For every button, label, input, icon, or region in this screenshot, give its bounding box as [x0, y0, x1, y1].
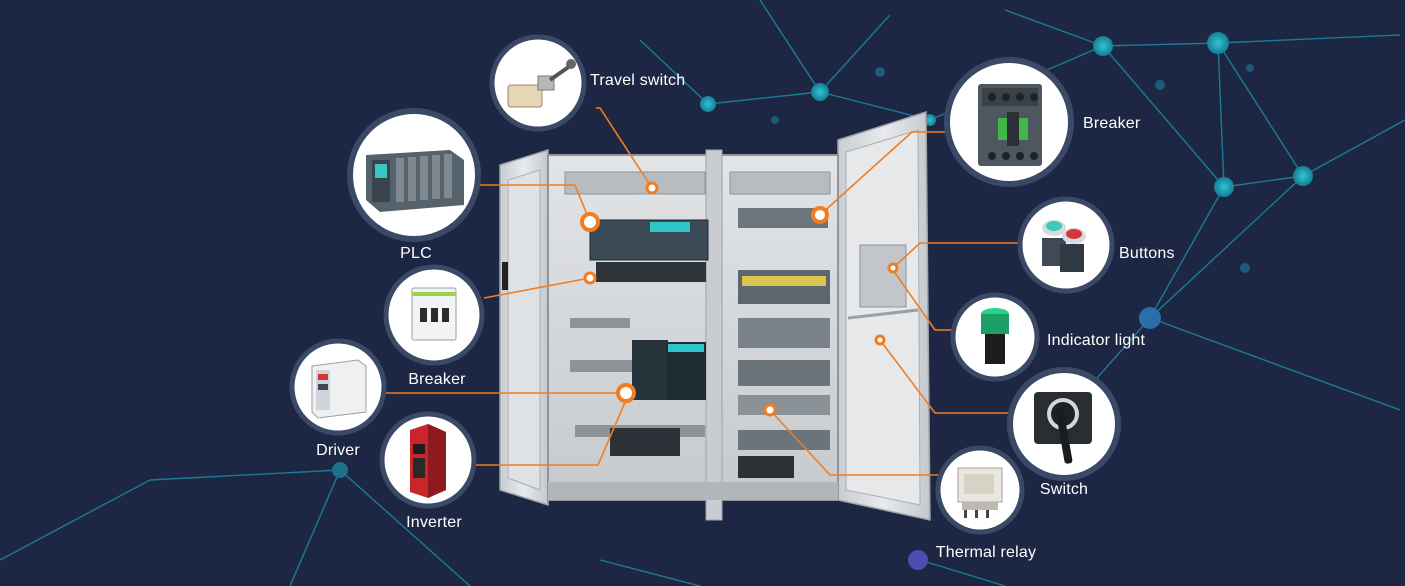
contactor-icon	[978, 84, 1042, 166]
indicator-light-bubble	[950, 292, 1040, 382]
callout-lines	[386, 107, 1023, 476]
label-plc: PLC	[400, 245, 432, 262]
push-buttons-bubble	[1017, 196, 1115, 294]
mcb-breaker-icon	[411, 287, 457, 341]
travel-switch-icon	[507, 59, 576, 108]
driver-bubble	[289, 338, 387, 436]
thermal-relay-icon	[957, 467, 1003, 518]
label-driver: Driver	[316, 442, 360, 459]
mcb-breaker-bubble	[383, 264, 485, 366]
label-switch: Switch	[1039, 481, 1089, 498]
plc-icon	[366, 150, 464, 212]
driver-icon	[311, 359, 367, 419]
label-thermal-relay: Thermal relay	[935, 544, 1037, 561]
travel-switch-bubble	[489, 34, 587, 132]
inverter-bubble	[379, 411, 477, 509]
callout-points	[580, 181, 899, 417]
rotary-switch-bubble	[1007, 367, 1121, 481]
contactor-bubble	[944, 57, 1074, 187]
electrical-cabinet	[499, 110, 931, 521]
label-travel-switch: Travel switch	[590, 72, 686, 89]
inverter-icon	[410, 424, 446, 498]
label-indicator-light: Indicator light	[1047, 332, 1146, 349]
rotary-switch-icon	[1034, 392, 1092, 464]
label-breaker-right: Breaker	[1083, 115, 1141, 132]
label-buttons: Buttons	[1119, 245, 1175, 262]
push-buttons-icon	[1042, 220, 1086, 272]
plc-bubble	[347, 108, 481, 242]
label-breaker-left: Breaker	[408, 371, 466, 388]
network-nodes	[332, 32, 1313, 570]
thermal-relay-bubble	[935, 445, 1025, 535]
label-inverter: Inverter	[406, 514, 462, 531]
indicator-light-icon	[981, 308, 1009, 364]
